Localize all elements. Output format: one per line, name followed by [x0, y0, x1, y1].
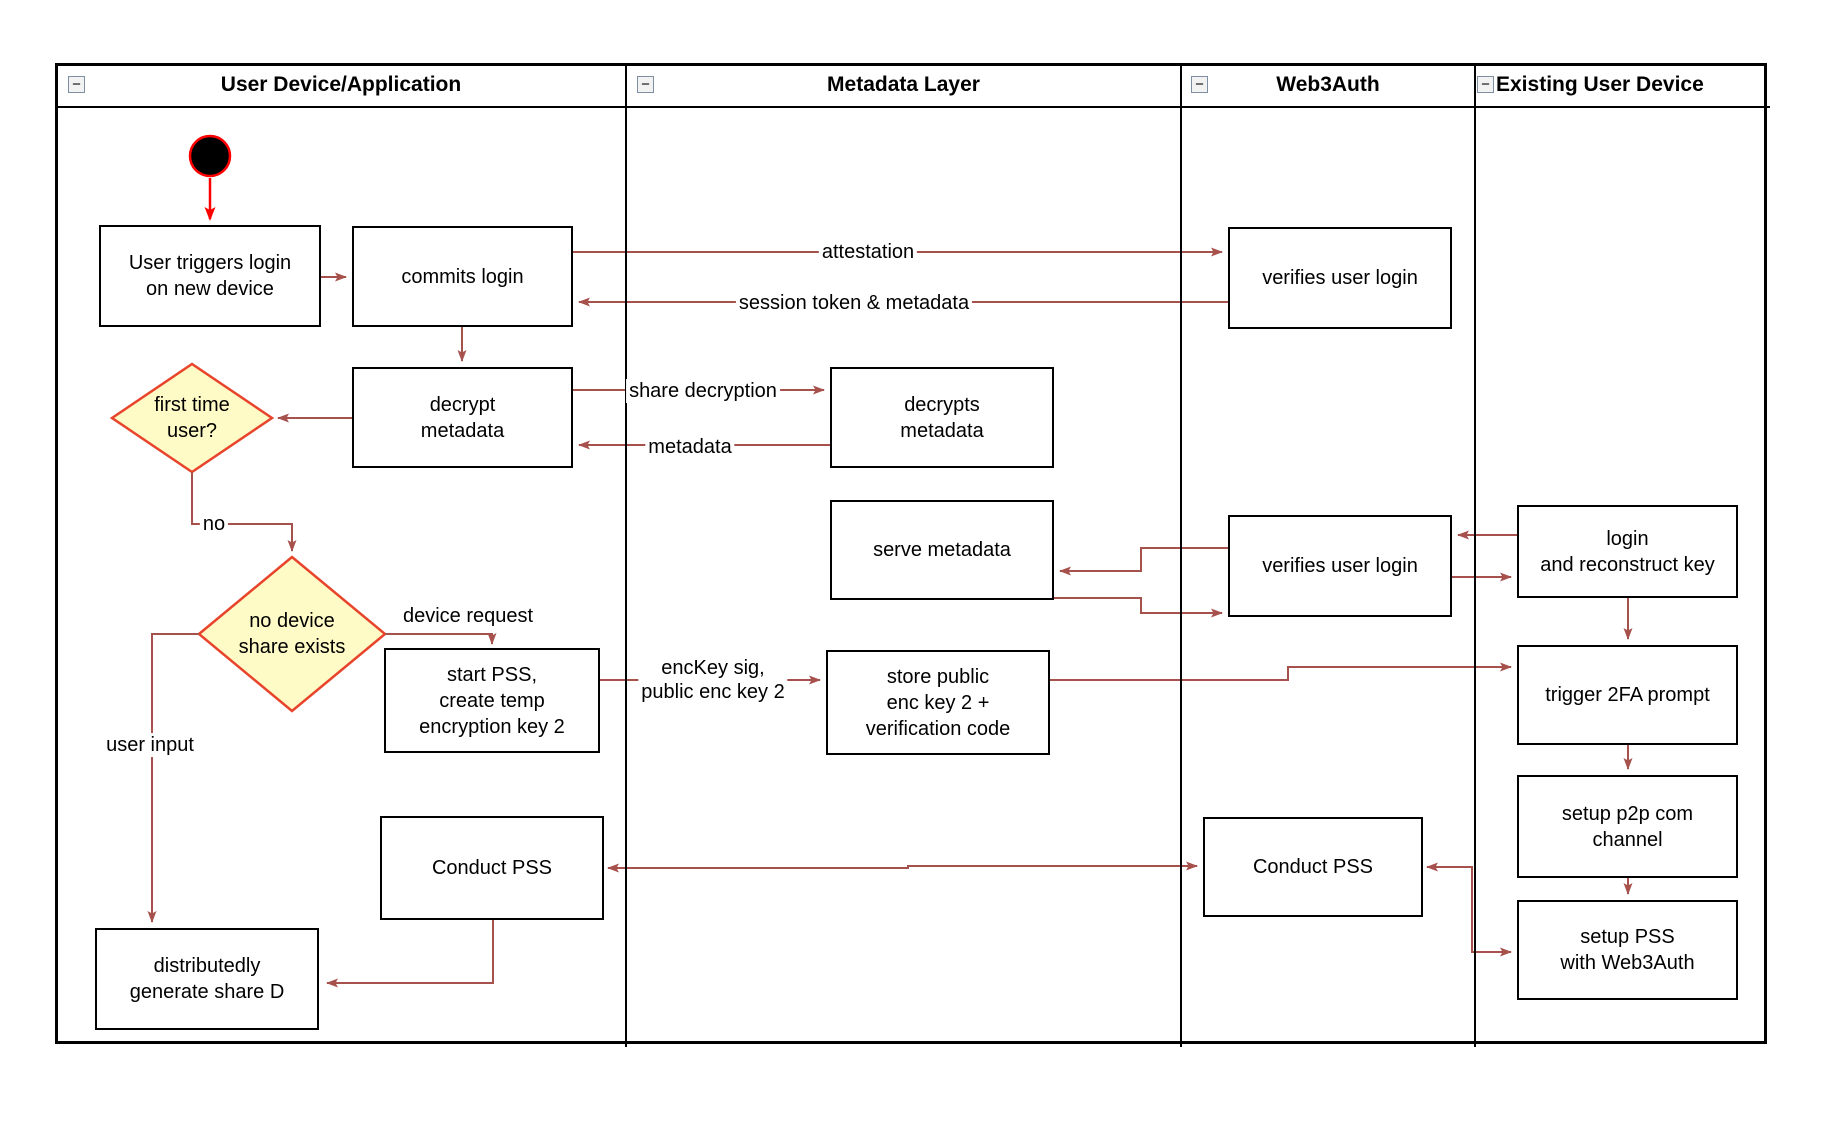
node-conduct-pss-user[interactable]: Conduct PSS [380, 816, 604, 920]
lane-header-web3auth[interactable]: Web3Auth [1182, 63, 1474, 107]
edge-label-device-request: device request [399, 604, 537, 628]
pool-header-divider [55, 106, 1770, 108]
decision-first-time-user-label: first time user? [154, 394, 230, 442]
edge-label-attestation: attestation [818, 240, 918, 264]
lane-title-metadata-layer: Metadata Layer [827, 73, 980, 96]
edge-conduct-pss-link[interactable] [607, 861, 1198, 873]
lane-divider-1 [625, 63, 627, 1047]
node-decrypt-metadata[interactable]: decrypt metadata [352, 367, 573, 468]
lane-divider-2 [1180, 63, 1182, 1047]
node-setup-pss[interactable]: setup PSS with Web3Auth [1517, 900, 1738, 1000]
lane-title-web3auth: Web3Auth [1276, 73, 1380, 96]
minus-icon: − [641, 76, 650, 93]
edge-label-user-input: user input [103, 733, 197, 757]
node-verifies-user-login-2[interactable]: verifies user login [1228, 515, 1452, 617]
edge-label-no: no [199, 512, 229, 536]
lane-divider-3 [1474, 63, 1476, 1047]
node-decrypts-metadata[interactable]: decrypts metadata [830, 367, 1054, 468]
collapse-lane-icon[interactable]: − [637, 76, 654, 93]
start-node[interactable] [188, 134, 232, 178]
lane-title-user-device: User Device/Application [220, 73, 462, 96]
collapse-lane-icon[interactable]: − [1191, 76, 1208, 93]
lane-header-existing-device[interactable]: Existing User Device [1496, 63, 1768, 107]
edge-device-request[interactable] [385, 633, 497, 645]
minus-icon: − [1481, 76, 1490, 93]
edge-label-session-token: session token & metadata [735, 291, 973, 315]
collapse-lane-icon[interactable]: − [1477, 76, 1494, 93]
edge-conduct-to-generate-share[interactable] [326, 917, 494, 988]
decision-no-device-share-label: no device share exists [238, 610, 346, 658]
node-trigger-2fa[interactable]: trigger 2FA prompt [1517, 645, 1738, 745]
node-login-reconstruct[interactable]: login and reconstruct key [1517, 505, 1738, 598]
node-setup-p2p[interactable]: setup p2p com channel [1517, 775, 1738, 878]
minus-icon: − [72, 76, 81, 93]
lane-header-metadata-layer[interactable]: Metadata Layer [627, 63, 1180, 107]
node-verifies-user-login-1[interactable]: verifies user login [1228, 227, 1452, 329]
node-conduct-pss-web3auth[interactable]: Conduct PSS [1203, 817, 1423, 917]
node-user-triggers-login[interactable]: User triggers login on new device [99, 225, 321, 327]
node-generate-share-d[interactable]: distributedly generate share D [95, 928, 319, 1030]
lane-header-user-device[interactable]: User Device/Application [57, 63, 625, 107]
node-store-public-enc[interactable]: store public enc key 2 + verification co… [826, 650, 1050, 755]
lane-title-existing-device: Existing User Device [1496, 73, 1704, 96]
pool-frame [55, 63, 1767, 1044]
edge-label-share-decryption: share decryption [626, 379, 780, 403]
edge-store-to-trigger-2fa[interactable] [1050, 662, 1512, 681]
collapse-lane-icon[interactable]: − [68, 76, 85, 93]
edge-label-enckey: encKey sig, public enc key 2 [638, 656, 788, 704]
edge-verifies2-to-serve[interactable] [1059, 547, 1228, 576]
node-start-pss[interactable]: start PSS, create temp encryption key 2 [384, 648, 600, 753]
node-serve-metadata[interactable]: serve metadata [830, 500, 1054, 600]
minus-icon: − [1195, 76, 1204, 93]
edge-setup-pss-conduct-link[interactable] [1426, 862, 1512, 957]
node-commits-login[interactable]: commits login [352, 226, 573, 327]
edge-label-metadata: metadata [645, 435, 735, 459]
edge-no-branch[interactable] [191, 472, 297, 552]
decision-first-time-user[interactable] [109, 362, 275, 474]
edge-user-input[interactable] [147, 633, 199, 923]
